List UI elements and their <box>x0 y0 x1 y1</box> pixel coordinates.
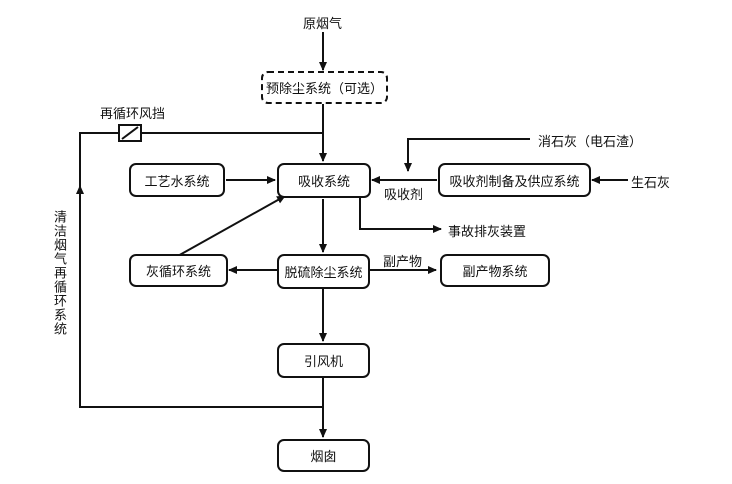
node-pre-dust: 预除尘系统（可选） <box>261 71 388 104</box>
label-clean-gas-recirc: 清洁烟气再循环系统 <box>51 210 66 336</box>
label-quicklime: 生石灰 <box>631 176 671 191</box>
node-byproduct-system: 副产物系统 <box>440 254 550 287</box>
arrow-emergency-ash <box>359 197 442 233</box>
label-slaked-lime: 消石灰（电石渣） <box>538 135 643 150</box>
node-absorbent-prep: 吸收剂制备及供应系统 <box>438 163 591 197</box>
label-emergency-ash: 事故排灰装置 <box>448 225 527 240</box>
node-chimney: 烟囱 <box>277 439 370 472</box>
arrow-slaked-lime <box>404 138 530 172</box>
node-desulfurization: 脱硫除尘系统 <box>277 254 370 289</box>
node-induced-fan: 引风机 <box>277 343 370 378</box>
node-process-water: 工艺水系统 <box>129 163 225 197</box>
label-recirc-damper: 再循环风挡 <box>100 107 166 122</box>
arrow-ashcycle-to-absorption <box>175 195 286 258</box>
recirc-loop-top <box>79 132 119 188</box>
recirc-loop-bottom <box>79 188 323 408</box>
label-byproduct: 副产物 <box>383 255 423 270</box>
label-raw-flue-gas: 原烟气 <box>303 17 343 32</box>
label-absorbent: 吸收剂 <box>384 188 424 203</box>
node-ash-cycle: 灰循环系统 <box>129 254 228 287</box>
node-absorption: 吸收系统 <box>277 163 371 198</box>
